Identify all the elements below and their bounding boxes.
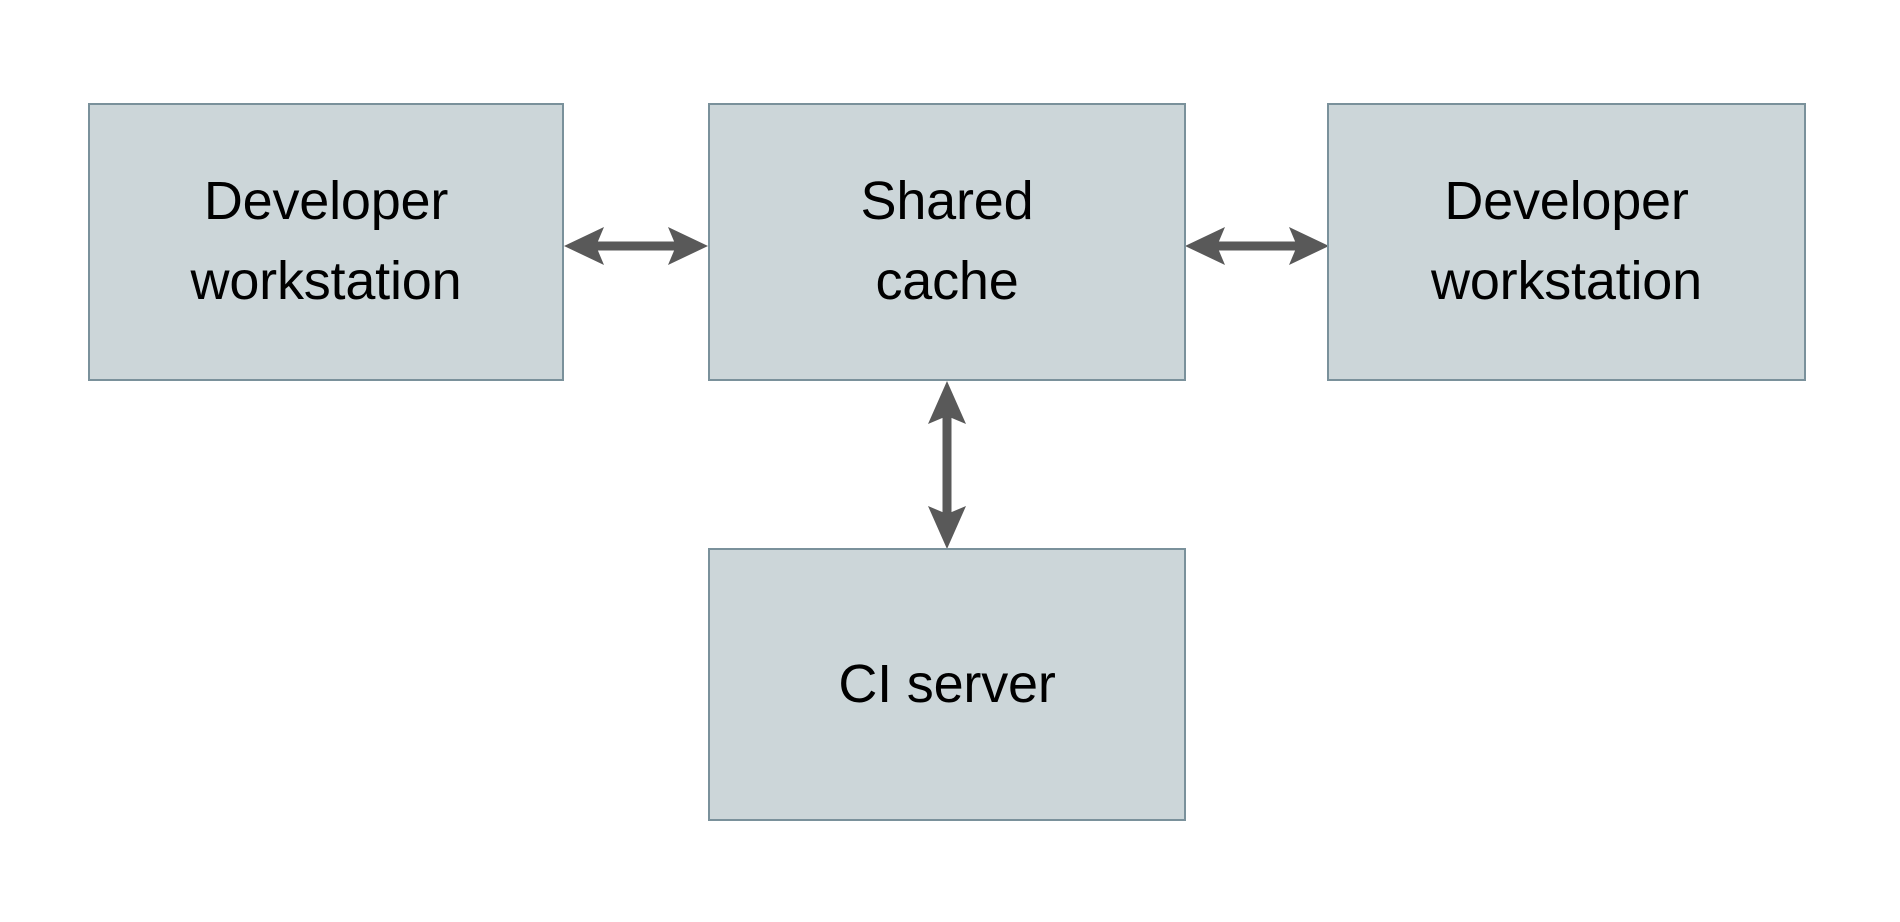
node-developer-workstation-right[interactable]: Developer workstation (1327, 103, 1806, 381)
node-label: Developer workstation (1431, 171, 1702, 311)
node-label: CI server (838, 653, 1056, 714)
edge-left-workstation-to-shared-cache[interactable] (560, 215, 712, 277)
node-label: Developer workstation (190, 171, 462, 311)
edge-shared-cache-to-right-workstation[interactable] (1181, 215, 1333, 277)
node-developer-workstation-left[interactable]: Developer workstation (88, 103, 564, 381)
edge-shared-cache-to-ci-server[interactable] (916, 378, 978, 552)
node-label: Shared cache (860, 171, 1034, 311)
node-ci-server[interactable]: CI server (708, 548, 1186, 821)
node-shared-cache[interactable]: Shared cache (708, 103, 1186, 381)
